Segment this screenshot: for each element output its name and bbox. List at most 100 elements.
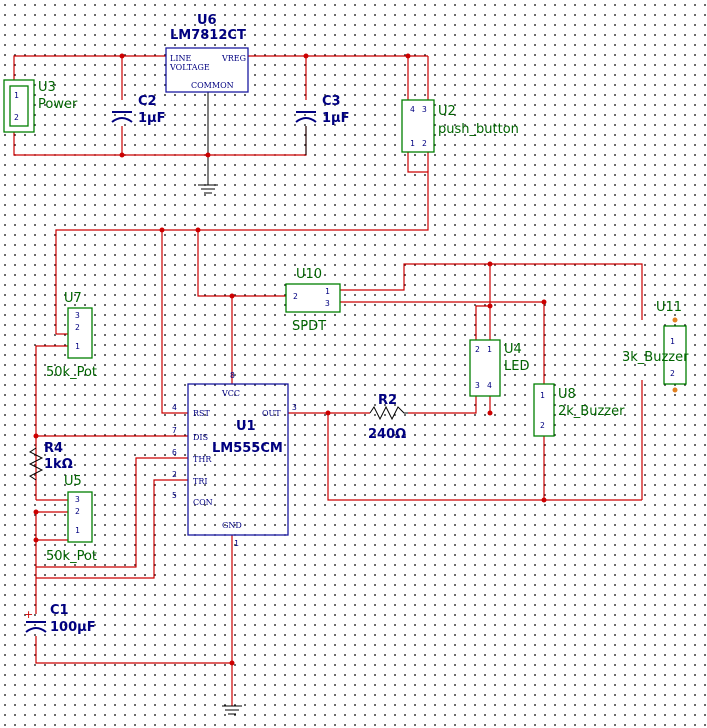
u8-ref: U8 <box>558 387 576 402</box>
u3-pin2: 2 <box>14 113 19 122</box>
u5-ref: U5 <box>64 474 82 489</box>
u2-pin3: 3 <box>422 105 427 114</box>
resistor-r2[interactable] <box>369 405 408 421</box>
u1-thr-label: THR <box>193 455 212 464</box>
u1-pin4: 4 <box>172 403 177 412</box>
wire-led-top <box>475 264 491 340</box>
u2-pin2: 2 <box>422 139 427 148</box>
led-u4[interactable]: 2 1 3 4 <box>469 339 501 397</box>
r4-value: 1kΩ <box>44 457 73 472</box>
buzzer-u8[interactable]: 1 2 <box>533 383 555 437</box>
u1-con-label: CON <box>193 498 213 507</box>
ground-symbol-bottom <box>222 705 242 715</box>
push-button-u2[interactable]: 4 3 1 2 <box>401 99 435 153</box>
u8-pin1: 1 <box>540 391 545 400</box>
u4-pin1: 1 <box>487 345 492 354</box>
u1-pin2: 2 <box>172 470 177 479</box>
capacitor-c2[interactable] <box>111 111 133 123</box>
u5-name: 50k_Pot <box>46 549 97 564</box>
u2-pin1: 1 <box>410 139 415 148</box>
u10-pin1: 1 <box>325 287 330 296</box>
u1-gnd-label: GND <box>222 521 242 530</box>
r2-ref: R2 <box>378 393 397 408</box>
u3-pin1: 1 <box>14 91 19 100</box>
u1-ref: U1 <box>236 419 256 434</box>
c1-ref: C1 <box>50 603 69 618</box>
u4-pin4: 4 <box>487 381 492 390</box>
wire-out-down <box>327 413 642 501</box>
u1-rst-label: RST <box>193 409 211 418</box>
wire-spdt-feed <box>197 230 286 297</box>
junctions <box>33 53 547 666</box>
potentiometer-u7[interactable]: 3 2 1 <box>67 307 93 359</box>
u1-tri-label: TRI <box>193 477 208 486</box>
u1-dis-label: DIS <box>193 433 208 442</box>
spdt-switch-u10[interactable]: 2 1 3 <box>285 283 341 313</box>
wire-vcc-rst <box>161 230 188 414</box>
r4-ref: R4 <box>44 441 63 456</box>
u5-pin2: 2 <box>75 507 80 516</box>
u1-pin3: 3 <box>292 403 297 412</box>
u10-pin3: 3 <box>325 299 330 308</box>
r2-value: 240Ω <box>368 427 406 442</box>
c2-value: 1µF <box>138 111 166 126</box>
u4-pin3: 3 <box>475 381 480 390</box>
u7-pin2: 2 <box>75 323 80 332</box>
u1-out-label: OUT <box>262 409 281 418</box>
wire-c1-bottom <box>35 636 232 664</box>
regulator-u6[interactable]: LINE VOLTAGE VREG COMMON <box>165 47 249 93</box>
u1-pin1: 1 <box>234 539 239 548</box>
u1-pin6: 6 <box>172 448 177 457</box>
u1-pin8: 8 <box>230 371 235 380</box>
u3-ref: U3 <box>38 80 56 95</box>
u7-pin3: 3 <box>75 311 80 320</box>
u6-line-label: LINE <box>170 54 191 63</box>
wire-u2-bottom <box>55 152 429 334</box>
u11-ref: U11 <box>656 300 682 315</box>
u4-name: LED <box>504 359 529 374</box>
u5-pin3: 3 <box>75 495 80 504</box>
wire-u7-pin1 <box>35 345 68 500</box>
u11-pin1: 1 <box>670 337 675 346</box>
u6-voltage-label: VOLTAGE <box>169 63 210 72</box>
u11-name: 3k_Buzzer <box>622 350 689 365</box>
capacitor-c1[interactable] <box>25 621 47 633</box>
u10-ref: U10 <box>296 267 322 282</box>
c3-value: 1µF <box>322 111 350 126</box>
ground-symbol-top <box>198 184 218 194</box>
u5-pin1: 1 <box>75 526 80 535</box>
u10-name: SPDT <box>292 319 326 334</box>
u11-pin2: 2 <box>670 369 675 378</box>
power-connector-u3[interactable]: 1 2 <box>3 79 35 133</box>
u1-pin5: 5 <box>172 491 177 500</box>
u4-pin2: 2 <box>475 345 480 354</box>
u1-vcc-label: VCC <box>221 389 240 398</box>
c1-polarity: + <box>24 608 33 621</box>
u3-name: Power <box>38 97 78 112</box>
u7-name: 50k_Pot <box>46 365 97 380</box>
u2-ref: U2 <box>438 104 456 119</box>
c2-ref: C2 <box>138 94 157 109</box>
buzzer-u11[interactable]: 1 2 <box>663 317 687 393</box>
resistor-r4[interactable] <box>28 447 44 481</box>
u6-ref: U6 <box>197 13 217 28</box>
u11-terminal-top <box>672 317 678 323</box>
u11-terminal-bottom <box>672 387 678 393</box>
u6-common-label: COMMON <box>191 81 234 90</box>
potentiometer-u5[interactable]: 3 2 1 <box>67 491 93 543</box>
u7-pin1: 1 <box>75 342 80 351</box>
wire-thr <box>36 457 188 568</box>
u7-ref: U7 <box>64 291 82 306</box>
capacitor-c3[interactable] <box>295 111 317 123</box>
timer-ic-u1[interactable]: VCC RST DIS THR TRI CON OUT GND 8 4 7 6 … <box>172 371 297 548</box>
wire-u5-pin <box>35 511 68 541</box>
u1-name: LM555CM <box>212 441 283 456</box>
wire-r2-led <box>408 396 477 414</box>
u8-name: 2k_Buzzer <box>558 404 625 419</box>
u1-pin7: 7 <box>172 426 177 435</box>
u2-name: push_button <box>438 122 519 137</box>
u10-pin2: 2 <box>293 292 298 301</box>
c3-ref: C3 <box>322 94 341 109</box>
